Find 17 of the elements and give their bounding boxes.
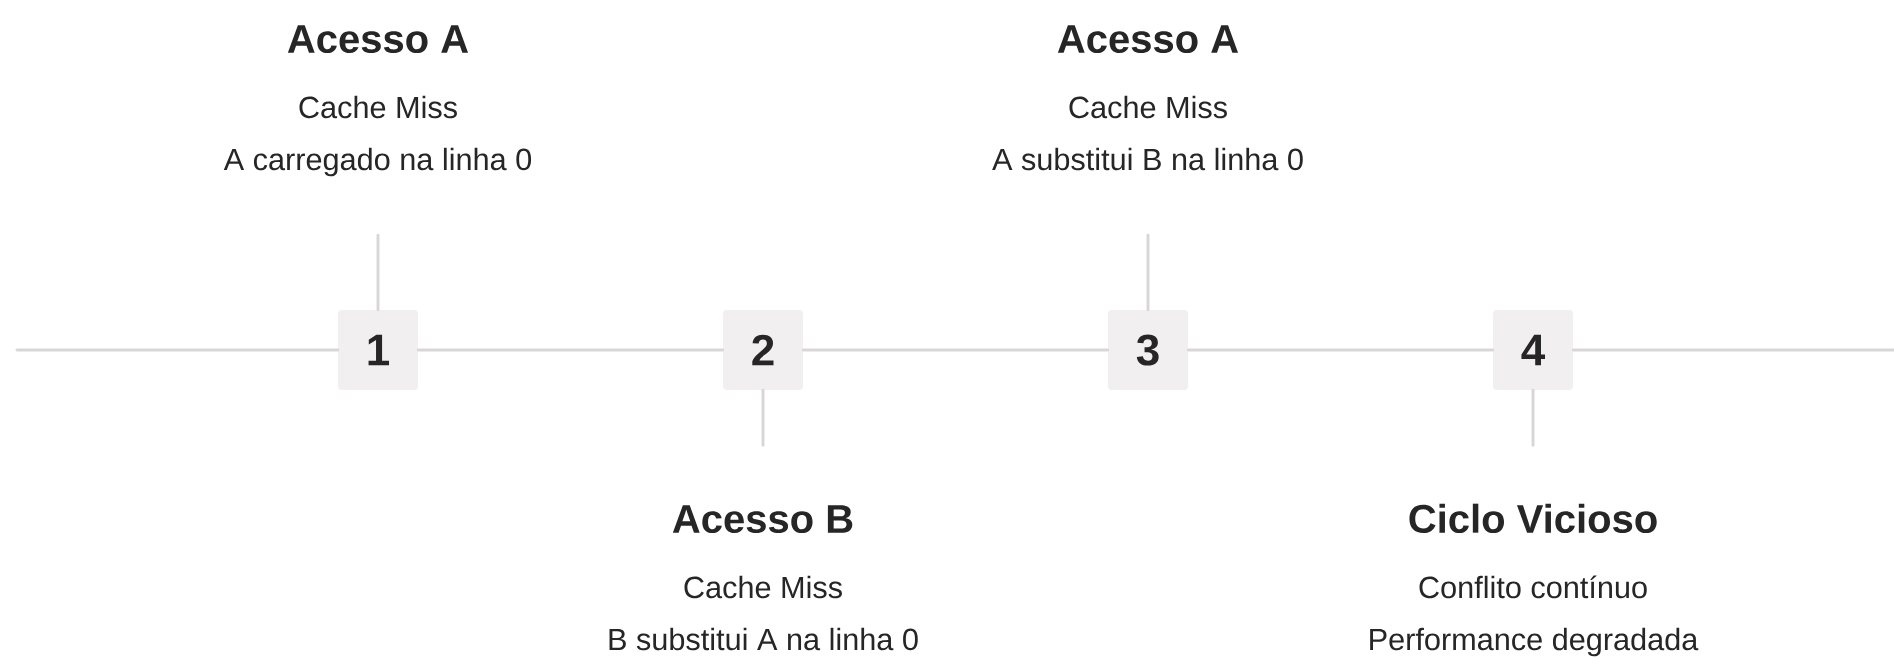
leader-line [1531,388,1535,447]
step-description: Ciclo Vicioso Conflito contínuo Performance degradada [1370,503,1699,657]
leader-line [1146,233,1150,312]
leader-line [761,388,765,447]
step-description: Acesso B Cache Miss B substitui A na linha 0 [609,505,918,651]
timeline-line [1571,348,1894,352]
timeline-line [1186,348,1495,352]
step-description: Acesso A Cache Miss A substitui B na linha 0 [992,25,1303,171]
timeline-line [15,348,340,352]
timeline-line [416,348,725,352]
step-number-box: 1 [338,310,418,390]
step-number-box: 3 [1108,310,1188,390]
step-description: Acesso A Cache Miss A carregado na linha 0 [223,25,532,177]
timeline-line [801,348,1110,352]
step-number-box: 2 [723,310,803,390]
leader-line [376,233,380,312]
step-number-box: 4 [1493,310,1573,390]
